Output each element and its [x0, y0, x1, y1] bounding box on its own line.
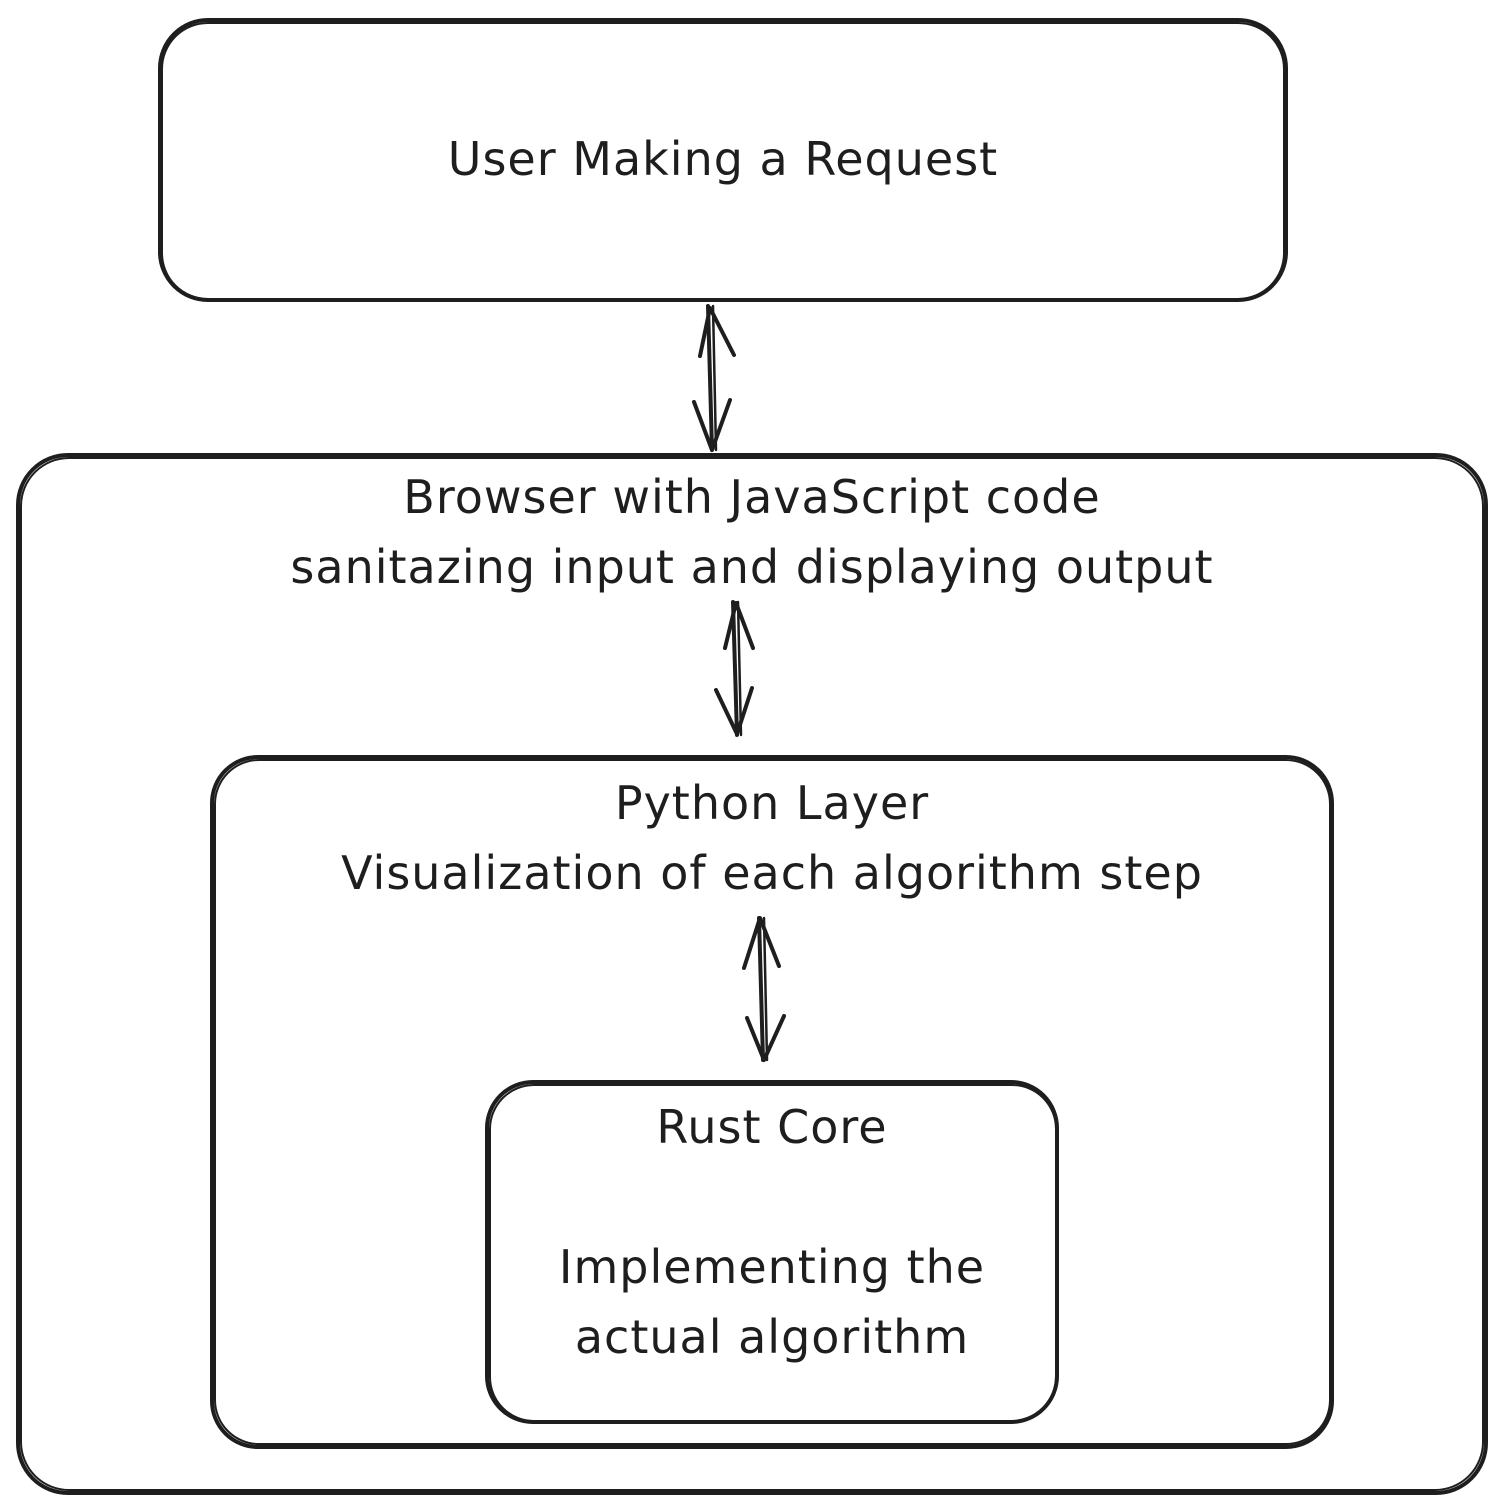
rust-label-spacer [487, 1162, 1057, 1232]
arrow-browser-python [714, 600, 755, 737]
browser-label-line-1: Browser with JavaScript code [403, 470, 1101, 524]
user-label-line: User Making a Request [447, 132, 999, 186]
python-label-line-1: Python Layer [614, 776, 930, 830]
browser-box[interactable] [16, 453, 1488, 1495]
rust-box[interactable] [485, 1080, 1059, 1424]
arrow-user-browser [692, 304, 736, 452]
python-box[interactable] [210, 755, 1334, 1449]
user-box[interactable] [158, 18, 1288, 302]
python-label-line-2: Visualization of each algorithm step [341, 846, 1203, 900]
rust-label: Rust Core Implementing the actual algori… [487, 1092, 1057, 1372]
rust-label-line-2: actual algorithm [574, 1310, 970, 1364]
python-label: Python Layer Visualization of each algor… [212, 768, 1332, 908]
browser-label: Browser with JavaScript code sanitazing … [18, 462, 1486, 602]
rust-label-title: Rust Core [656, 1100, 888, 1154]
browser-label-line-2: sanitazing input and displaying output [290, 540, 1214, 594]
arrow-python-rust [742, 916, 786, 1062]
rust-label-line-1: Implementing the [558, 1240, 986, 1294]
user-label: User Making a Request [160, 124, 1286, 194]
